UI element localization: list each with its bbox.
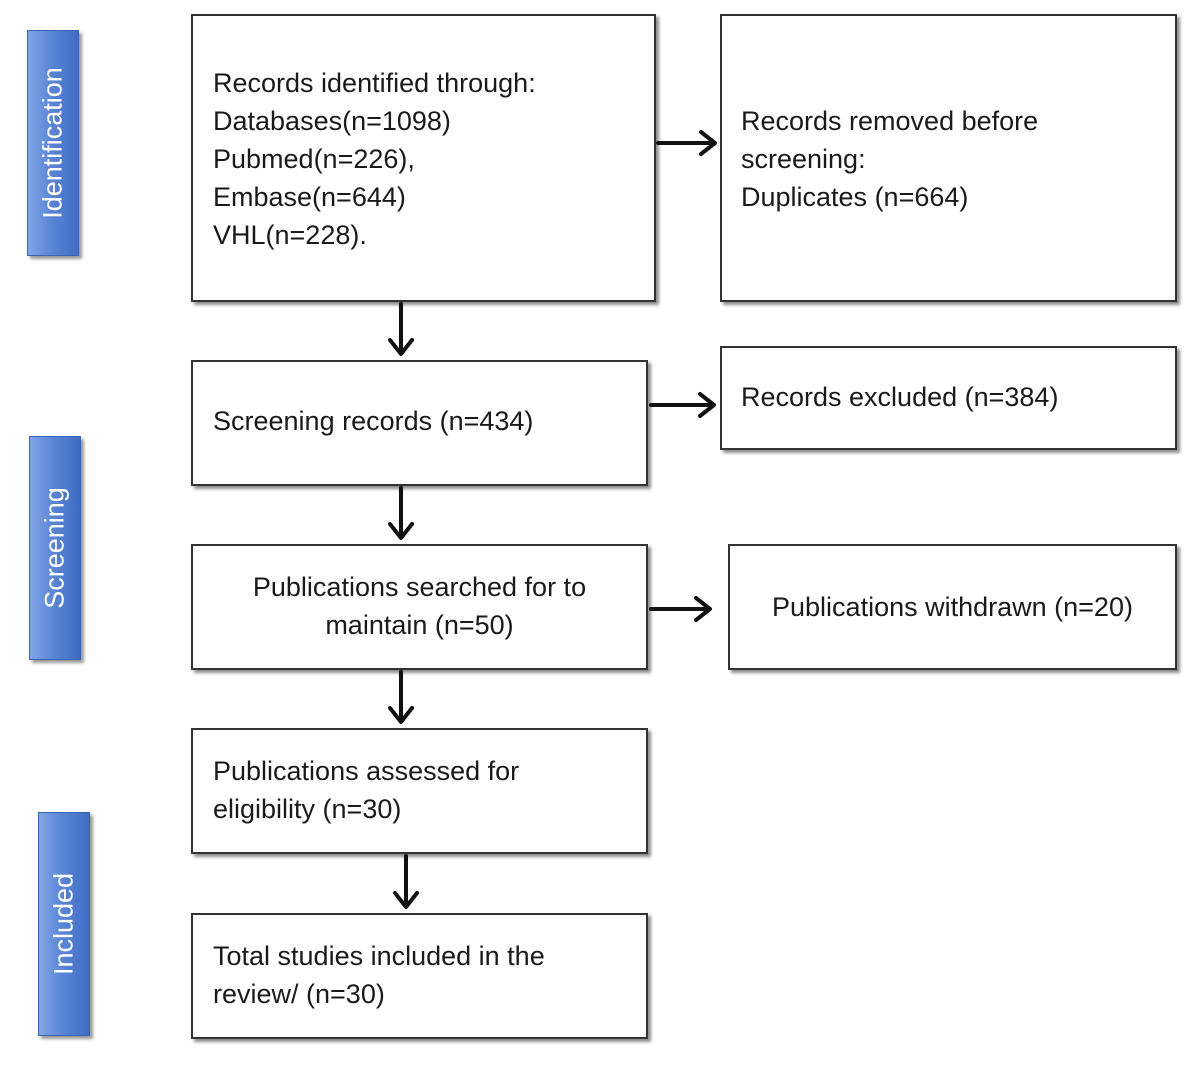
arrow-right-identified-to-removed [656, 130, 717, 156]
screening-records-line: Screening records (n=434) [213, 406, 534, 436]
records-identified-box: Records identified through: Databases(n=… [191, 14, 656, 302]
publications-assessed-line: eligibility (n=30) [213, 794, 402, 824]
records-removed-line: Duplicates (n=664) [741, 182, 969, 212]
publications-searched-line: Publications searched for to [252, 572, 587, 602]
arrow-down-identified-to-screening [388, 302, 414, 356]
total-included-line: review/ (n=30) [213, 979, 385, 1009]
records-excluded-box: Records excluded (n=384) [720, 346, 1177, 450]
records-removed-line: Records removed before [741, 106, 1039, 136]
screening-records-box: Screening records (n=434) [191, 360, 648, 486]
total-included-box: Total studies included in the review/ (n… [191, 913, 648, 1039]
publications-searched-box: Publications searched for to maintain (n… [191, 544, 648, 670]
publications-searched-line: maintain (n=50) [325, 610, 514, 640]
publications-assessed-line: Publications assessed for [213, 756, 520, 786]
arrow-right-screening-to-excluded [649, 392, 716, 418]
records-identified-line: Databases(n=1098) [213, 106, 451, 136]
publications-assessed-box: Publications assessed for eligibility (n… [191, 728, 648, 854]
records-identified-line: Embase(n=644) [213, 182, 406, 212]
records-identified-line: Records identified through: [213, 68, 536, 98]
arrow-down-searched-to-assessed [388, 670, 414, 724]
arrow-down-assessed-to-included [393, 854, 419, 909]
records-excluded-line: Records excluded (n=384) [741, 382, 1059, 412]
publications-withdrawn-box: Publications withdrawn (n=20) [728, 544, 1177, 670]
arrow-down-screening-to-searched [388, 486, 414, 540]
stage-screening: Screening [29, 436, 81, 660]
arrow-right-searched-to-withdrawn [649, 596, 712, 622]
publications-withdrawn-line: Publications withdrawn (n=20) [772, 592, 1133, 622]
records-removed-box: Records removed before screening: Duplic… [720, 14, 1177, 302]
stage-included: Included [38, 812, 90, 1036]
records-identified-line: Pubmed(n=226), [213, 144, 415, 174]
total-included-line: Total studies included in the [213, 941, 545, 971]
stage-identification: Identification [27, 30, 79, 256]
records-identified-line: VHL(n=228). [213, 220, 367, 250]
records-removed-line: screening: [741, 144, 866, 174]
